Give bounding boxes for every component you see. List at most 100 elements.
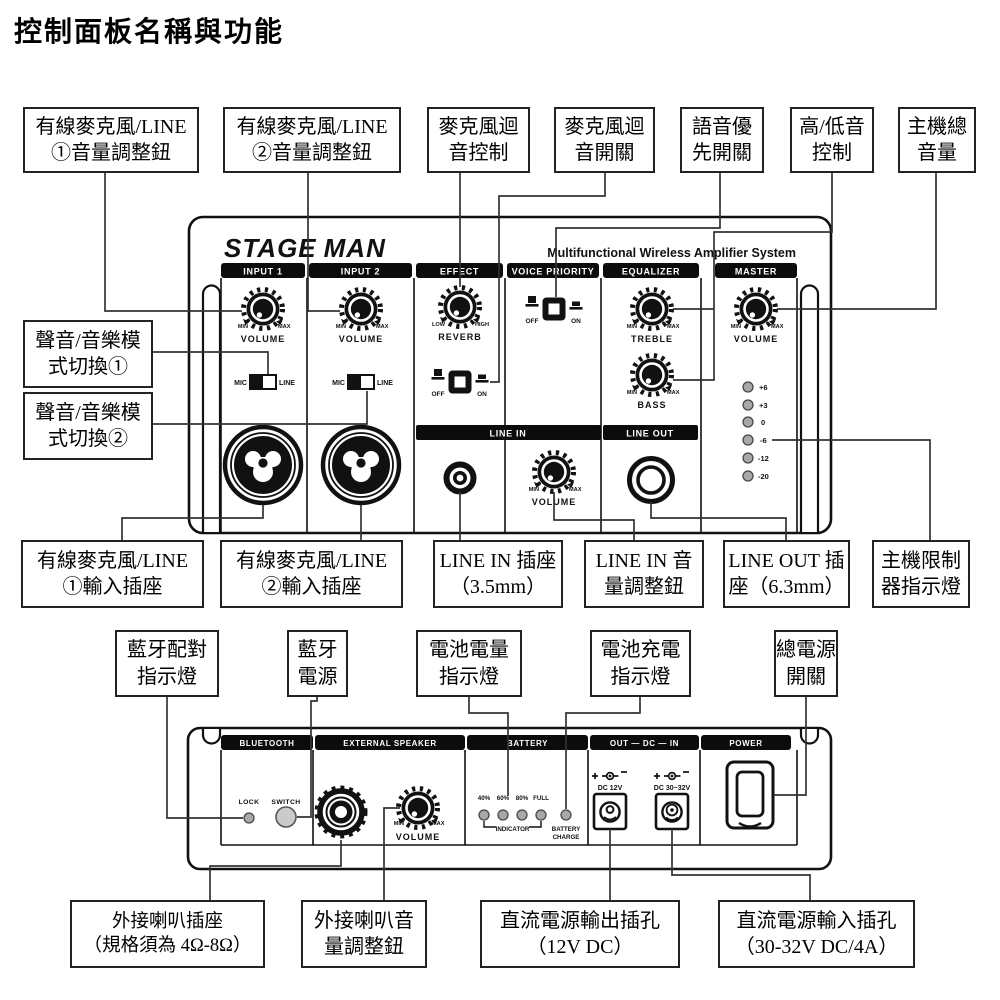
callout-dc-output-jack: 直流電源輸出插孔（12V DC） [480,900,680,968]
max-label: MAX [376,324,389,330]
section-power: POWER [729,739,762,748]
dc-input-ring [665,803,679,817]
battery-header-bar [467,735,588,750]
leader-power-switch [774,696,807,796]
indicator-bracket [483,821,542,828]
leader-input1-jack [121,505,264,541]
callout-voice-music-mode-1: 聲音/音樂模式切換① [23,320,153,388]
callout-bt-power: 藍牙電源 [287,630,348,697]
indicator-label: INDICATOR [496,826,530,833]
callout-mic-reverb-control: 麥克風迴音控制 [427,107,530,173]
bluetooth-power-button [275,806,297,828]
leader-mic2-volume [307,173,340,312]
dc-output-jack [592,792,628,831]
voice-priority-switch [542,297,566,321]
bluetooth-lock-led [243,812,255,824]
led-minus6 [742,434,754,446]
callout-line-in-jack: LINE IN 插座（3.5mm） [433,540,563,608]
section-input1: INPUT 1 [243,267,282,277]
section-battery: BATTERY [507,739,548,748]
leader-line-out-jack [650,502,787,541]
led-minus12 [742,452,754,464]
callout-treble-bass-control: 高/低音控制 [790,107,874,173]
battery-80-label: 80% [516,795,529,802]
input2-mic-line-switch [347,374,375,390]
led-zero [742,416,754,428]
max-label: MAX [667,390,680,396]
battery-60-label: 60% [497,795,510,802]
led-label: -6 [760,436,767,445]
callout-voice-music-mode-2: 聲音/音樂模式切換② [23,392,153,460]
section-voice-priority: VOICE PRIORITY [512,267,595,277]
dc-in-label: DC 30~32V [654,785,691,792]
callout-line-in-volume: LINE IN 音量調整鈕 [584,540,704,608]
battery-charge-led [560,809,572,821]
input2-volume-label: VOLUME [339,334,384,344]
section-external-speaker: EXTERNAL SPEAKER [343,739,436,748]
power-header-bar [701,735,791,750]
mic-label: MIC [234,380,247,387]
dc-jacks: DC 12V DC 30~32V [591,771,691,831]
speaker-volume-label: VOLUME [396,832,441,842]
battery-led-full [535,809,547,821]
mic-label: MIC [332,380,345,387]
leader-treble-bass [673,173,833,381]
section-dividers [220,278,798,532]
handle-stub-right [799,729,820,745]
limiter-led-scale: +6 +3 0 -6 -12 -20 [742,381,769,482]
main-power-switch [725,760,775,830]
lock-label: LOCK [239,799,260,806]
leader-reverb-switch [490,173,606,383]
battery-led-40 [478,809,490,821]
led-minus20 [742,470,754,482]
dc-input-slot [665,816,679,821]
min-label: MIN [731,324,741,330]
on-label: ON [477,391,487,398]
off-label: OFF [526,318,539,325]
battery-indicator: 40% 60% 80% FULL INDICATOR BATTERY CHARG… [478,795,581,841]
line-label: LINE [377,380,393,387]
callout-speaker-jack: 外接喇叭插座（規格須為 4Ω-8Ω） [70,900,265,968]
leader-battery-level [468,696,509,796]
max-label: MAX [569,487,582,493]
min-label: MIN [627,324,637,330]
dc-input-pin [670,808,674,812]
line-in-label: LINE IN [490,429,527,439]
bluetooth-header-bar [221,735,313,750]
callout-limiter-indicator: 主機限制器指示燈 [872,540,970,608]
voice-priority-header-bar [507,263,599,278]
callout-mic-reverb-switch: 麥克風迴音開關 [554,107,655,173]
battery-led-80 [516,809,528,821]
callout-line-out-jack: LINE OUT 插座（6.3mm） [723,540,850,608]
leader-master-volume [777,173,937,310]
leader-speaker-jack [209,840,342,901]
leader-mode-switch-2 [153,391,368,425]
led-label: 0 [761,418,765,427]
max-label: MAX [432,821,445,827]
min-label: MIN [238,324,248,330]
led-label: +3 [759,401,768,410]
line-out-label: LINE OUT [626,429,674,439]
input1-volume-label: VOLUME [241,334,286,344]
min-label: MIN [529,487,539,493]
leader-dc-input [671,829,811,901]
max-label: MAX [771,324,784,330]
callout-bt-pairing-indicator: 藍牙配對指示燈 [115,630,219,697]
section-master: MASTER [735,267,777,277]
callout-main-power-switch: 總電源開關 [774,630,838,697]
leader-speaker-volume [383,807,400,901]
battery-40-label: 40% [478,795,491,802]
dc-out-label: DC 12V [598,785,623,792]
section-equalizer: EQUALIZER [622,267,680,277]
page-title: 控制面板名稱與功能 [14,17,285,48]
led-label: +6 [759,383,768,392]
leader-battery-charge [565,696,641,809]
off-label: OFF [432,391,445,398]
brand-subtitle: Multifunctional Wireless Amplifier Syste… [547,246,796,260]
line-out-bar [603,425,698,440]
reverb-label: REVERB [438,332,482,342]
